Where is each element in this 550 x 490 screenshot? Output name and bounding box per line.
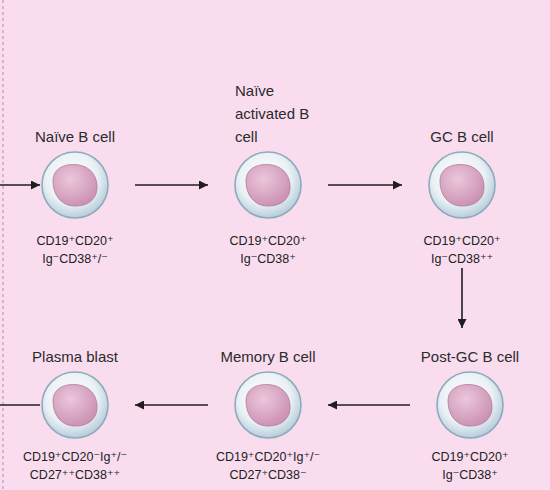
cell-name: GC B cell: [430, 125, 493, 148]
cell-name: Naïve activated B cell: [235, 79, 320, 148]
cell-slot: [410, 368, 530, 442]
cell-heading-area: Post-GC B cell: [410, 328, 530, 368]
cell-stage-node: Naïve B cellCD19⁺CD20⁺ Ig⁻CD38⁺/⁻: [15, 68, 135, 268]
flow-arrow: [461, 268, 463, 328]
b-cell-illustration: [235, 372, 301, 438]
flow-arrow: [328, 184, 402, 186]
cell-name: Naïve B cell: [35, 125, 115, 148]
flow-arrow: [135, 184, 208, 186]
cell-heading-area: GC B cell: [402, 68, 522, 148]
marker-profile: CD19⁺CD20⁺ Ig⁻CD38⁺: [410, 448, 530, 484]
cell-name: Memory B cell: [220, 345, 315, 368]
cell-stage-node: Plasma blastCD19⁺CD20⁻Ig⁺/⁻ CD27⁺⁺CD38⁺⁺: [15, 328, 135, 484]
outgoing-line: [0, 404, 40, 406]
flow-arrow: [328, 404, 410, 406]
b-cell-illustration: [42, 372, 108, 438]
b-cell-illustration: [42, 152, 108, 218]
cell-stage-node: Post-GC B cellCD19⁺CD20⁺ Ig⁻CD38⁺: [410, 328, 530, 484]
dashed-border: [3, 0, 4, 490]
marker-profile: CD19⁺CD20⁺ Ig⁻CD38⁺⁺: [402, 232, 522, 268]
cell-heading-area: Memory B cell: [208, 328, 328, 368]
cell-slot: [15, 368, 135, 442]
cell-heading-area: Naïve activated B cell: [208, 68, 328, 148]
b-cell-illustration: [437, 372, 503, 438]
cell-heading-area: Plasma blast: [15, 328, 135, 368]
cell-slot: [208, 148, 328, 222]
cell-slot: [402, 148, 522, 222]
b-cell-illustration: [429, 152, 495, 218]
cell-heading-area: Naïve B cell: [15, 68, 135, 148]
marker-profile: CD19⁺CD20⁻Ig⁺/⁻ CD27⁺⁺CD38⁺⁺: [15, 448, 135, 484]
cell-stage-node: Naïve activated B cellCD19⁺CD20⁺ Ig⁻CD38…: [208, 68, 328, 268]
cell-name: Post-GC B cell: [421, 345, 519, 368]
marker-profile: CD19⁺CD20⁺ Ig⁻CD38⁺: [208, 232, 328, 268]
incoming-arrow: [0, 184, 40, 186]
cell-slot: [15, 148, 135, 222]
marker-profile: CD19⁺CD20⁺Ig⁺/⁻ CD27⁺CD38⁻: [208, 448, 328, 484]
cell-stage-node: Memory B cellCD19⁺CD20⁺Ig⁺/⁻ CD27⁺CD38⁻: [208, 328, 328, 484]
cell-name: Plasma blast: [32, 345, 118, 368]
flow-arrow: [135, 404, 208, 406]
b-cell-illustration: [235, 152, 301, 218]
cell-stage-node: GC B cellCD19⁺CD20⁺ Ig⁻CD38⁺⁺: [402, 68, 522, 268]
cell-slot: [208, 368, 328, 442]
marker-profile: CD19⁺CD20⁺ Ig⁻CD38⁺/⁻: [15, 232, 135, 268]
